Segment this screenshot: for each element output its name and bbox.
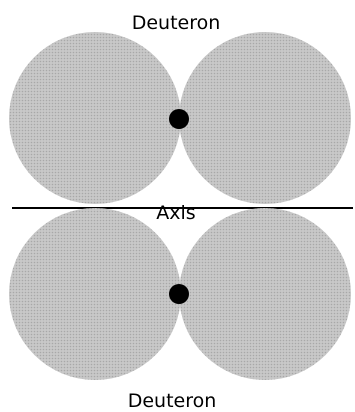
top-deuteron bbox=[9, 32, 351, 204]
bottom-deuteron-left-nucleon bbox=[9, 208, 181, 380]
top-deuteron-right-nucleon bbox=[179, 32, 351, 204]
bottom-deuteron-center-dot bbox=[169, 284, 189, 304]
bottom-deuteron-label: Deuteron bbox=[128, 390, 217, 412]
top-deuteron-center-dot bbox=[169, 109, 189, 129]
axis-label: Axis bbox=[156, 202, 195, 224]
top-deuteron-label: Deuteron bbox=[132, 12, 221, 34]
top-deuteron-left-nucleon bbox=[9, 32, 181, 204]
bottom-deuteron-right-nucleon bbox=[179, 208, 351, 380]
bottom-deuteron bbox=[9, 208, 351, 380]
